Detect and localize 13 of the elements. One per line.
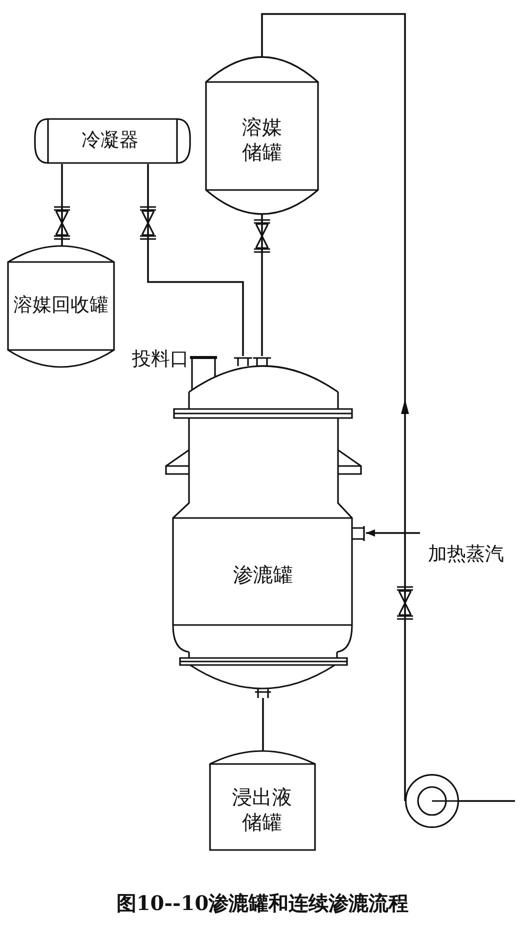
pump-icon (405, 774, 459, 828)
feed-port-label: 投料口 (132, 347, 189, 372)
condenser-label: 冷凝器 (80, 129, 140, 153)
condenser (35, 119, 191, 164)
tank-label: 溶媒储罐 (241, 115, 283, 165)
tank-label: 浸出液储罐 (231, 785, 293, 835)
tank-label: 渗漉罐 (232, 562, 294, 588)
storage-tank (206, 57, 319, 214)
extract-tank (210, 751, 315, 851)
steam-label: 加热蒸汽 (427, 543, 505, 567)
tank-label: 溶媒回收罐 (12, 294, 110, 318)
recovery-tank (8, 246, 115, 368)
figure-caption: 图10--10渗漉罐和连续渗漉流程 (116, 890, 409, 917)
